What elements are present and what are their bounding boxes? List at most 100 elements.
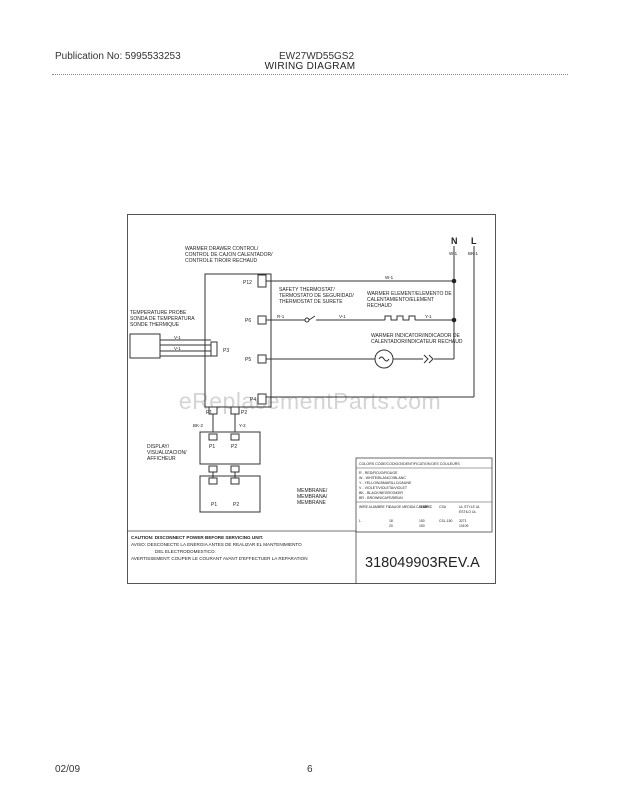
watermark: eReplacementParts.com: [178, 388, 442, 414]
color-key-title: COLORS CODE/CODIGO/IDENTIFICATION DES CO…: [359, 462, 460, 466]
control-label-line: WARMER DRAWER CONTROL/: [185, 246, 259, 252]
caution-line: AVISO: DESCONECTE LA ENERGIA ANTES DE RE…: [131, 542, 302, 547]
display-connector: [230, 433, 240, 441]
connector-p6: [257, 315, 267, 325]
caution-line: CAUTION: DISCONNECT POWER BEFORE SERVICI…: [131, 535, 263, 540]
junction-dot: [451, 317, 457, 323]
svg-text:SONDE THERMIQUE: SONDE THERMIQUE: [130, 322, 180, 328]
wire-table-head: CSA: [439, 505, 447, 509]
wire-table-head: WIRE ALAMBRE FIL: [359, 505, 391, 509]
connector-p2: [230, 406, 240, 415]
display-connector: [208, 465, 218, 473]
control-board: [204, 273, 272, 408]
connector-p12-label: P12: [243, 280, 252, 286]
color-key-box: [355, 457, 493, 533]
connector-p12: [257, 274, 267, 288]
indicator-connector: [423, 354, 434, 364]
membrane-p2-label: P2: [233, 502, 239, 508]
header-divider: [52, 74, 568, 75]
element-label: WARMER ELEMENT/ELEMENTO DE CALENTAMIENTO…: [367, 291, 452, 309]
svg-text:SAFETY THERMOSTAT/: SAFETY THERMOSTAT/: [279, 287, 335, 293]
connector-p1-label: P1: [206, 410, 212, 416]
indicator-label: WARMER INDICATOR/INDICADOR DE CALENTADOR…: [371, 333, 463, 345]
model-number: EW27WD55GS2: [279, 51, 355, 62]
control-board-label: WARMER DRAWER CONTROL/ CONTROL DE CAJON …: [185, 246, 273, 264]
svg-text:AFFICHEUR: AFFICHEUR: [147, 456, 176, 462]
wire-table-head: ESTILO UL: [459, 510, 476, 514]
terminal-n-wire: W-1: [449, 251, 458, 256]
membrane-connector: [230, 477, 240, 485]
temperature-probe: [129, 333, 161, 359]
wire-table-head: UL STYLE UL: [459, 505, 480, 509]
connector-p6-label: P6: [245, 318, 251, 324]
connector-p5: [257, 354, 267, 364]
svg-text:MEMBRANA/: MEMBRANA/: [297, 494, 328, 500]
footer-date: 02/09: [55, 764, 81, 775]
temperature-probe-label: TEMPERATURE PROBE SONDA DE TEMPERATURA S…: [130, 310, 195, 328]
wire-label: R-1: [277, 314, 285, 319]
membrane-p1-label: P1: [211, 502, 217, 508]
membrane-connector: [208, 477, 218, 485]
wire-table-cell: 18: [389, 519, 393, 523]
display-p2-label: P2: [231, 444, 237, 450]
thermostat-contact: [304, 317, 310, 323]
display-board: [199, 431, 261, 465]
safety-thermostat: [308, 315, 323, 321]
wire-label: Y-2: [239, 423, 246, 428]
connector-p4: [257, 393, 267, 405]
color-key-row: Y - YELLOW/AMARILLO/JAUNE: [359, 481, 412, 485]
wire-label: BK-2: [193, 423, 204, 428]
control-label-line: CONTROL DE CAJON CALENTADOR/: [185, 252, 273, 258]
publication-number: Publication No: 5995533253: [55, 51, 181, 62]
wire-label: V-1: [174, 346, 181, 351]
svg-text:VISUALIZACION/: VISUALIZACION/: [147, 450, 187, 456]
wire-table-cell: CSL-150: [439, 519, 452, 523]
membrane-label: MEMBRANE/ MEMBRANA/ MEMBRANE: [297, 488, 328, 506]
wire-label: V-1: [174, 335, 181, 340]
svg-text:SONDA DE TEMPERATURA: SONDA DE TEMPERATURA: [130, 316, 195, 322]
membrane-board: [199, 475, 261, 513]
caution-line: AVERTISSEMENT: COUPER LE COURANT AVANT D…: [131, 556, 308, 561]
diagram-border: [127, 214, 496, 584]
lamp-filament: [378, 356, 390, 362]
svg-text:WARMER ELEMENT/ELEMENTO DE: WARMER ELEMENT/ELEMENTO DE: [367, 291, 452, 297]
color-key-row: R - RED/ROJO/ROUGE: [359, 471, 398, 475]
svg-text:CALENTAMIENTO/ELEMENT: CALENTAMIENTO/ELEMENT: [367, 297, 434, 303]
svg-text:MEMBRANE/: MEMBRANE/: [297, 488, 328, 494]
display-connector: [230, 465, 240, 473]
wire-label: Y-1: [425, 314, 432, 319]
control-label-line: CONTROLE TIROIR RECHAUD: [185, 258, 258, 264]
color-key-row: V - VIOLET/VIOLETA/VIOLET: [359, 486, 408, 490]
svg-text:DISPLAY/: DISPLAY/: [147, 444, 170, 450]
display-p1-label: P1: [209, 444, 215, 450]
junction-dot: [451, 278, 457, 284]
svg-text:WARMER INDICATOR/INDICADOR DE: WARMER INDICATOR/INDICADOR DE: [371, 333, 460, 339]
wire-table-cell: 20: [389, 524, 393, 528]
wire-label: V-1: [339, 314, 346, 319]
color-key-row: BK - BLACK/NEGRO/NOIR: [359, 491, 403, 495]
svg-text:TERMOSTATO DE SEGURIDAD/: TERMOSTATO DE SEGURIDAD/: [279, 293, 354, 299]
wire-table-head: GAUGE MEDIDA CALIBRE: [389, 505, 431, 509]
thermostat-label: SAFETY THERMOSTAT/ TERMOSTATO DE SEGURID…: [279, 287, 354, 305]
part-number: 318049903REV.A: [365, 555, 480, 571]
wire-table-cell: 150: [419, 524, 425, 528]
wire-table-cell: L: [359, 519, 361, 523]
terminal-l-label: L: [471, 236, 477, 246]
color-key-row: W - WHITE/BLANCO/BLANC: [359, 476, 406, 480]
terminal-l-wire: BK-1: [468, 251, 479, 256]
page-title: WIRING DIAGRAM: [264, 61, 356, 72]
svg-text:TEMPERATURE PROBE: TEMPERATURE PROBE: [130, 310, 187, 316]
display-label: DISPLAY/ VISUALIZACION/ AFFICHEUR: [147, 444, 187, 462]
connector-p2-label: P2: [241, 410, 247, 416]
caution-line: DEL ELECTRODOMESTICO.: [155, 549, 216, 554]
connector-p3-label: P3: [223, 348, 229, 354]
color-key-row: BR - BROWN/CAFE/BRUN: [359, 496, 403, 500]
wiring-diagram: WARMER DRAWER CONTROL/ CONTROL DE CAJON …: [127, 214, 496, 584]
page-number: 6: [307, 764, 313, 775]
wire-table-cell: 3271: [459, 519, 467, 523]
warmer-element: [384, 315, 416, 321]
wire-table-cell: 150: [419, 519, 425, 523]
svg-text:CALENTADOR/INDICATEUR RECHAUD: CALENTADOR/INDICATEUR RECHAUD: [371, 339, 463, 345]
connector-p5-label: P5: [245, 357, 251, 363]
display-connector: [208, 433, 218, 441]
